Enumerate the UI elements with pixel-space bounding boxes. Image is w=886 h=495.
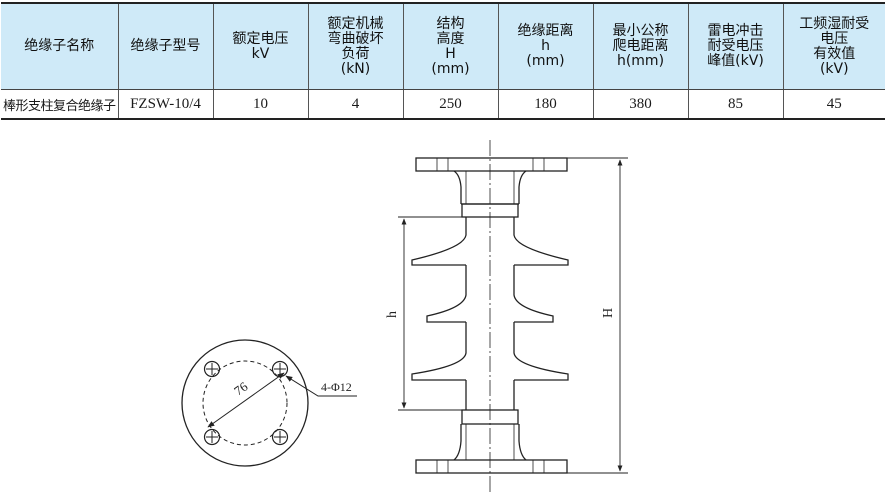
col-structure-height: 结构 高度 H (mm): [402, 2, 499, 90]
col-lightning-impulse: 雷电冲击 耐受电压 峰值(kV): [687, 2, 784, 90]
cell-lightning-impulse: 85: [687, 89, 784, 120]
cell-name: 棒形支柱复合绝缘子: [1, 89, 119, 120]
spec-table: 绝缘子名称 绝缘子型号 额定电压 kV 额定机械 弯曲破坏 负荷 (kN) 结构…: [1, 2, 885, 120]
dimension-h-label: h: [385, 311, 400, 318]
cell-power-frequency-wet: 45: [782, 89, 885, 120]
cell-structure-height: 250: [402, 89, 499, 120]
col-insulator-model: 绝缘子型号: [117, 2, 214, 90]
table-row: 棒形支柱复合绝缘子 FZSW-10/4 10 4 250 180 380 85 …: [1, 89, 885, 120]
flange-diameter-label: 76: [231, 378, 251, 398]
bolt-hole-icon: [271, 428, 289, 446]
hole-leader-line: [285, 375, 357, 397]
flange-top-view: [181, 339, 357, 467]
cell-insulation-distance: 180: [497, 89, 594, 120]
col-rated-voltage: 额定电压 kV: [212, 2, 309, 90]
insulator-elevation: [411, 140, 569, 494]
bolt-holes-label: 4-Φ12: [321, 380, 352, 394]
col-bending-load: 额定机械 弯曲破坏 负荷 (kN): [307, 2, 404, 90]
cell-creepage-distance: 380: [592, 89, 689, 120]
col-insulation-distance: 绝缘距离 h (mm): [497, 2, 594, 90]
dimension-h: [398, 216, 462, 411]
col-creepage-distance: 最小公称 爬电距离 h(mm): [592, 2, 689, 90]
cell-model: FZSW-10/4: [117, 89, 214, 120]
dimension-H-label: H: [601, 308, 616, 318]
bolt-hole-icon: [203, 428, 221, 446]
col-power-frequency-wet: 工频湿耐受 电压 有效值 (kV): [782, 2, 885, 90]
cell-bending-load: 4: [307, 89, 404, 120]
bolt-hole-icon: [203, 360, 221, 378]
header-row: 绝缘子名称 绝缘子型号 额定电压 kV 额定机械 弯曲破坏 负荷 (kN) 结构…: [1, 2, 885, 90]
col-insulator-name: 绝缘子名称: [1, 2, 119, 90]
bolt-hole-icon: [271, 360, 289, 378]
cell-rated-voltage: 10: [212, 89, 309, 120]
dimension-H: [567, 157, 628, 474]
diameter-dimension-line: [207, 372, 285, 428]
